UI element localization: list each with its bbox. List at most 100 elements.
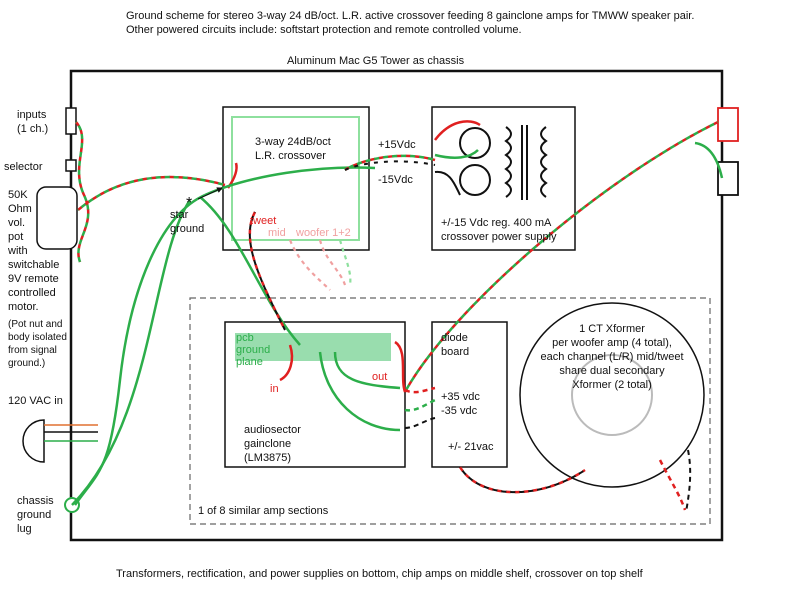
crossover-ground-area [231, 116, 360, 241]
svg-text:with: with [7, 245, 28, 257]
vac-in-label: 120 VAC in [8, 395, 63, 407]
diode-board-label: diode board [441, 332, 469, 358]
tweet-out-wire-black [248, 211, 286, 331]
chassis-outline [69, 69, 724, 542]
svg-text:inputs: inputs [17, 109, 47, 121]
toroid-center-hole [571, 354, 653, 436]
supply-plus15-green [344, 154, 436, 172]
svg-text:+/-15 Vdc reg. 400 mA: +/-15 Vdc reg. 400 mA [441, 217, 552, 229]
amp-name-label: audiosector gainclone (LM3875) [244, 424, 301, 464]
star-symbol: * [186, 195, 192, 212]
amp-section-boundary [189, 297, 711, 525]
inputs-connector [65, 107, 77, 135]
speaker-return-green [694, 141, 724, 179]
ground-wire-ac [71, 199, 192, 506]
footer-caption: Transformers, rectification, and power s… [116, 568, 644, 580]
amp-ground-green-1 [318, 351, 401, 432]
transformer-symbol [459, 125, 548, 200]
chassis-label: Aluminum Mac G5 Tower as chassis [287, 55, 465, 67]
crossover-power-supply [431, 106, 576, 251]
svg-text:3-way 24dB/oct: 3-way 24dB/oct [255, 136, 331, 148]
woofer-label: woofer 1+2 [295, 227, 351, 239]
crossover-title: 3-way 24dB/oct L.R. crossover [255, 136, 331, 162]
xformer-label: 1 CT Xformer per woofer amp (4 total), e… [540, 323, 683, 391]
svg-text:pot: pot [8, 231, 23, 243]
pcb-ground-plane [235, 333, 391, 361]
xformer-secondary-black [685, 449, 692, 513]
input-wire-red [75, 121, 90, 263]
header-line-1: Ground scheme for stereo 3-way 24 dB/oct… [126, 10, 694, 22]
supply-minus15-black [344, 160, 436, 171]
svg-text:Xformer (2 total): Xformer (2 total) [572, 379, 651, 391]
svg-text:vol.: vol. [8, 217, 25, 229]
svg-text:(LM3875): (LM3875) [244, 452, 291, 464]
speaker-wire-green [403, 120, 719, 393]
psu-internal-red [434, 120, 481, 141]
svg-text:crossover power supply: crossover power supply [441, 231, 557, 243]
svg-text:pcb: pcb [236, 332, 254, 344]
pcb-ground-label: pcb ground plane [236, 332, 270, 368]
selector-connector [65, 159, 77, 172]
svg-text:controlled: controlled [8, 287, 56, 299]
speaker-wire-red [403, 120, 719, 393]
svg-text:switchable: switchable [8, 259, 59, 271]
toroid-transformer [519, 302, 705, 488]
black-output-connector [717, 161, 739, 196]
volume-pot [36, 186, 78, 250]
psu-internal-green [434, 149, 479, 159]
plus15-label: +15Vdc [378, 139, 416, 151]
vac-wire-black [459, 466, 586, 494]
mid-label: mid [268, 227, 286, 239]
xformer-secondary-red [658, 459, 687, 511]
svg-text:share dual secondary: share dual secondary [559, 365, 665, 377]
ground-wire-amp [199, 196, 301, 346]
svg-text:+35 vdc: +35 vdc [441, 391, 480, 403]
woofer-out-wire-1 [318, 239, 347, 286]
psu-internal-black [434, 170, 461, 196]
supply-plus15-red [344, 154, 436, 172]
tweet-out-wire [248, 211, 287, 331]
rail-wire-black [404, 417, 436, 429]
svg-text:L.R. crossover: L.R. crossover [255, 150, 326, 162]
diode-rails-label: +35 vdc -35 vdc [441, 391, 480, 417]
psu-label: +/-15 Vdc reg. 400 mA crossover power su… [441, 217, 557, 243]
svg-text:(Pot nut and: (Pot nut and [8, 319, 62, 330]
minus15-label: -15Vdc [378, 174, 413, 186]
svg-text:plane: plane [236, 356, 263, 368]
amp-in-red [279, 344, 294, 382]
svg-text:ground: ground [17, 509, 51, 521]
svg-text:ground.): ground.) [8, 358, 45, 369]
svg-text:star: star [170, 209, 189, 221]
svg-text:motor.: motor. [8, 301, 39, 313]
crossover-board [222, 106, 370, 251]
star-ground-arrow [197, 187, 223, 200]
rail-wire-green [404, 398, 436, 412]
svg-text:audiosector: audiosector [244, 424, 301, 436]
amp-out-red [394, 340, 407, 393]
diode-board [431, 321, 508, 468]
svg-text:per woofer amp (4 total),: per woofer amp (4 total), [552, 337, 672, 349]
svg-text:50K: 50K [8, 189, 28, 201]
star-ground-label: star ground [170, 209, 204, 235]
svg-text:1 CT Xformer: 1 CT Xformer [579, 323, 645, 335]
selector-label: selector [4, 161, 43, 173]
svg-text:9V remote: 9V remote [8, 273, 59, 285]
rail-wire-red [404, 386, 436, 394]
amp-out-label: out [372, 371, 387, 383]
woofer-out-wire-2 [338, 239, 352, 286]
svg-text:gainclone: gainclone [244, 438, 291, 450]
pot-note: (Pot nut and body isolated from signal g… [8, 319, 67, 369]
svg-text:ground: ground [236, 344, 270, 356]
svg-text:(1 ch.): (1 ch.) [17, 123, 48, 135]
svg-text:board: board [441, 346, 469, 358]
red-output-connector [717, 107, 739, 142]
input-wire-green [75, 121, 90, 263]
svg-text:chassis: chassis [17, 495, 54, 507]
ground-lug-label: chassis ground lug [17, 495, 54, 535]
vac-label: +/- 21vac [448, 441, 494, 453]
svg-text:each channel (L/R) mid/tweet: each channel (L/R) mid/tweet [540, 351, 683, 363]
header-line-2: Other powered circuits include: softstar… [126, 24, 522, 36]
signal-wire-green [77, 175, 226, 211]
tweet-label: tweet [250, 215, 276, 227]
